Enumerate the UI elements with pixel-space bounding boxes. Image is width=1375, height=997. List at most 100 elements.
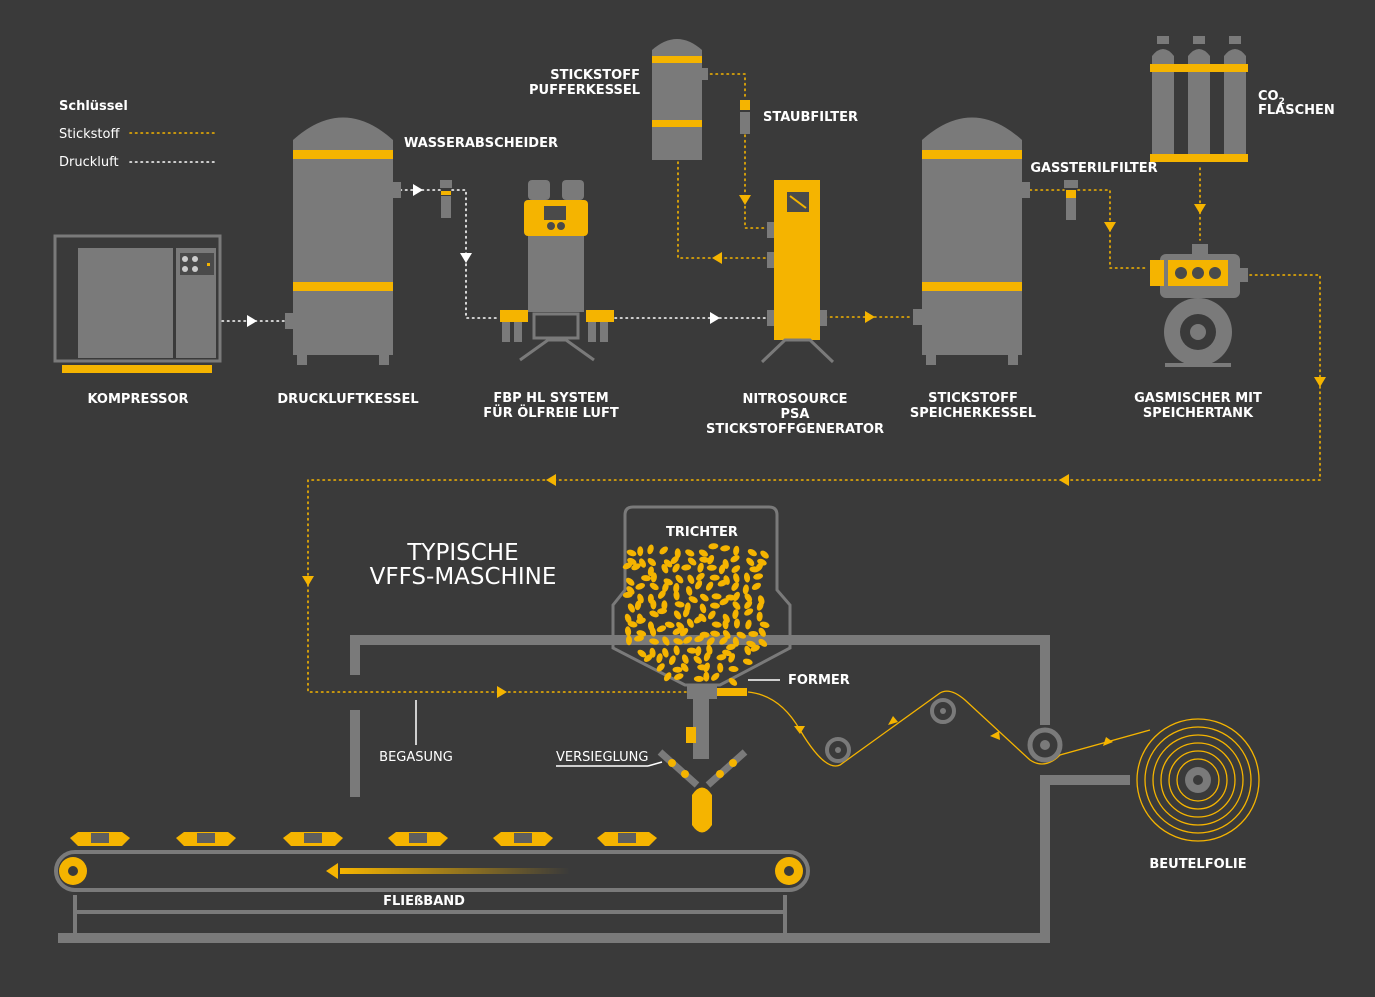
bean: [649, 582, 659, 591]
bean: [685, 586, 693, 596]
label-nitro-line2: PSA: [781, 407, 810, 422]
legend: Schlüssel Stickstoff Druckluft: [59, 99, 215, 170]
bean: [656, 625, 667, 633]
bean: [759, 621, 770, 628]
bean: [641, 575, 652, 582]
bean: [731, 582, 739, 591]
bean: [722, 630, 731, 639]
bean: [719, 636, 728, 645]
label-kompressor: KOMPRESSOR: [87, 392, 188, 407]
bean: [672, 666, 683, 673]
bean: [674, 601, 685, 608]
bean: [722, 619, 729, 630]
bag-label: [618, 833, 636, 843]
bean: [728, 653, 736, 663]
bean: [695, 646, 702, 657]
bean: [744, 645, 752, 656]
bean: [744, 608, 754, 616]
bean: [746, 557, 755, 567]
trichter-beans: [622, 543, 770, 686]
bean: [636, 630, 647, 637]
bean: [728, 665, 739, 673]
bean: [710, 672, 720, 681]
bean: [662, 582, 669, 593]
bean: [705, 581, 714, 591]
bean: [662, 647, 669, 658]
bags-row: [70, 832, 657, 846]
bean: [673, 610, 682, 620]
bean: [732, 601, 741, 610]
bean: [637, 546, 644, 557]
label-co2: CO2: [1258, 89, 1285, 107]
bean: [663, 672, 672, 682]
bean: [635, 583, 645, 590]
staubfilter: [740, 100, 750, 134]
bean: [696, 572, 705, 581]
bean: [699, 603, 707, 614]
label-versieglung: VERSIEGLUNG: [556, 750, 648, 765]
label-gasmischer-line2: SPEICHERTANK: [1143, 406, 1254, 421]
label-speicher-line2: SPEICHERKESSEL: [910, 406, 1036, 421]
bean: [733, 618, 740, 629]
bean: [694, 580, 703, 590]
bag-label: [514, 833, 532, 843]
bean: [733, 573, 740, 583]
bean: [622, 591, 633, 598]
bag-label: [409, 833, 427, 843]
bean: [693, 615, 703, 624]
bean: [730, 555, 740, 563]
bean: [718, 564, 726, 575]
label-puffer-line1: STICKSTOFF: [550, 68, 640, 83]
bean: [657, 608, 668, 615]
bag-label: [91, 833, 109, 843]
bean: [673, 673, 684, 681]
bean: [711, 593, 722, 600]
bean: [743, 572, 751, 583]
label-former: FORMER: [788, 673, 850, 688]
legend-title: Schlüssel: [59, 99, 128, 114]
bean: [626, 549, 637, 557]
bean: [656, 653, 663, 664]
bean: [745, 619, 752, 630]
fliessband: [54, 832, 810, 892]
bean: [625, 577, 635, 586]
label-speicher-line1: STICKSTOFF: [928, 391, 1018, 406]
bean: [760, 550, 769, 559]
co2-bottle-2: [1188, 36, 1210, 162]
bean: [746, 640, 756, 648]
bean: [733, 545, 740, 556]
pipe-speicher-mischer: [1029, 189, 1149, 269]
bean: [650, 599, 657, 610]
bean: [681, 654, 689, 664]
label-co2-line2: FLASCHEN: [1258, 103, 1335, 118]
bean: [707, 610, 716, 620]
bean: [668, 655, 676, 665]
co2-bottle-3: [1224, 36, 1246, 162]
film-path: [747, 690, 1151, 767]
bean: [694, 635, 704, 643]
bean: [736, 631, 746, 639]
kompressor: [53, 234, 222, 373]
bean: [717, 662, 724, 673]
bean: [732, 591, 740, 602]
gasmischer: [1150, 244, 1248, 367]
bean: [673, 645, 680, 656]
bean: [697, 562, 704, 573]
bean: [674, 548, 681, 559]
co2-bottle-1: [1152, 36, 1174, 162]
bean: [706, 564, 717, 571]
bean: [638, 558, 647, 568]
bean: [731, 565, 741, 573]
label-nitro-line1: NITROSOURCE: [742, 392, 847, 407]
bean: [709, 574, 720, 581]
label-beutelfolie: BEUTELFOLIE: [1149, 857, 1246, 872]
bean: [685, 549, 695, 557]
bean: [675, 574, 684, 584]
bean: [693, 675, 704, 682]
legend-nitrogen-label: Stickstoff: [59, 127, 120, 142]
bean: [709, 602, 720, 609]
pipe-nitro-puffer: [677, 161, 768, 259]
bean: [647, 544, 654, 555]
bean: [656, 663, 665, 672]
